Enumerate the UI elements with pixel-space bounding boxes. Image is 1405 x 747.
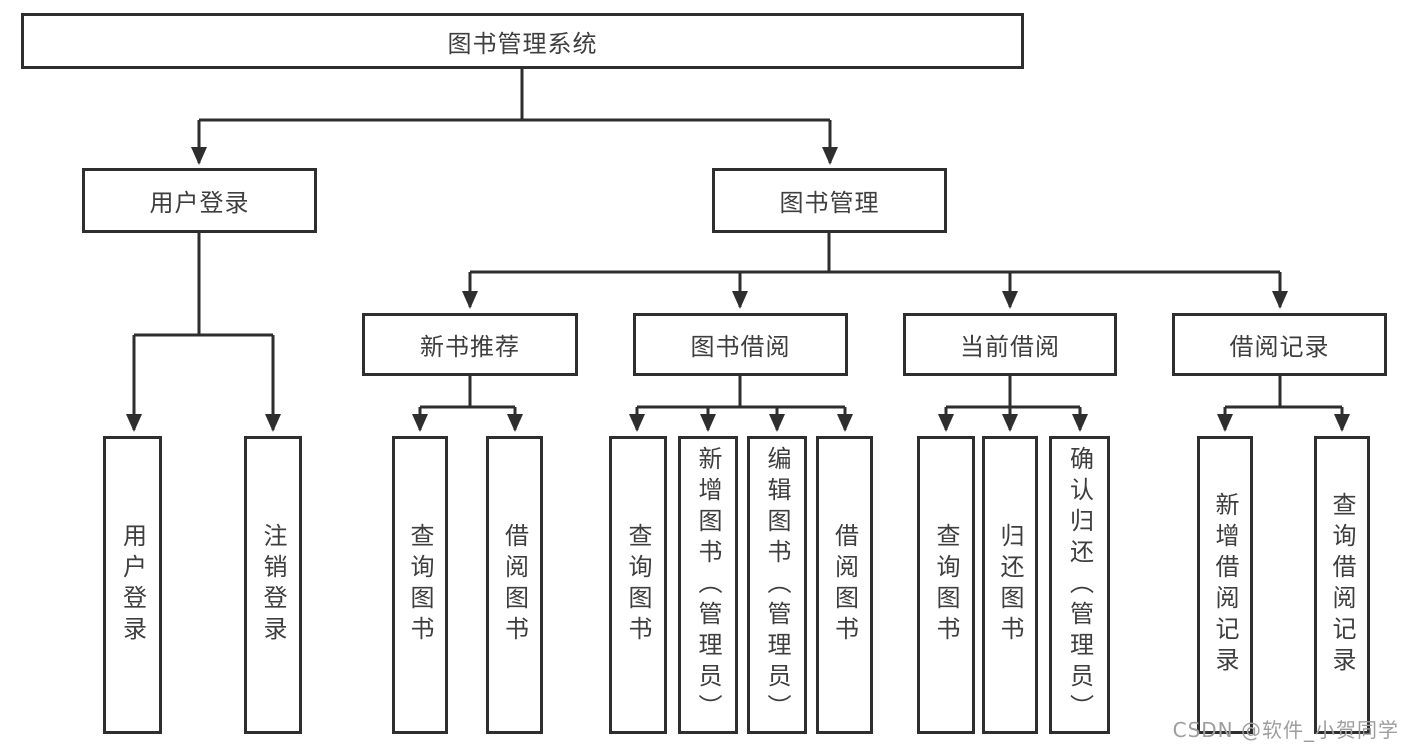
leaf-query-borrow-record: 查询借阅记录 xyxy=(1314,436,1370,734)
node-borrow-records: 借阅记录 xyxy=(1172,313,1387,376)
leaf-add-borrow-record: 新增借阅记录 xyxy=(1197,436,1253,734)
leaf-user-login-label: 用户登录 xyxy=(118,523,147,647)
leaf-query-books-recommend: 查询图书 xyxy=(392,436,448,734)
leaf-query-books-recommend-label: 查询图书 xyxy=(406,523,434,647)
node-library-management-system: 图书管理系统 xyxy=(21,13,1024,69)
leaf-borrow-books: 借阅图书 xyxy=(816,436,873,734)
node-book-borrow: 图书借阅 xyxy=(633,313,848,376)
leaf-borrow-books-label: 借阅图书 xyxy=(830,523,859,647)
leaf-query-books-borrow-label: 查询图书 xyxy=(624,523,652,647)
leaf-query-books-current: 查询图书 xyxy=(917,436,975,734)
connector-arrows xyxy=(126,120,1350,432)
leaf-borrow-books-recommend: 借阅图书 xyxy=(486,436,543,734)
leaf-confirm-return-admin-label: 确认归还（管理员） xyxy=(1065,445,1094,725)
leaf-return-book-label: 归还图书 xyxy=(996,523,1024,647)
leaf-return-book: 归还图书 xyxy=(982,436,1038,734)
leaf-add-book-admin-label: 新增图书（管理员） xyxy=(694,445,722,725)
node-new-book-recommend: 新书推荐 xyxy=(362,313,578,376)
node-current-borrow: 当前借阅 xyxy=(903,313,1117,376)
node-book-management: 图书管理 xyxy=(712,168,947,233)
leaf-add-borrow-record-label: 新增借阅记录 xyxy=(1211,492,1239,678)
csdn-watermark: CSDN @软件_小贺同学 xyxy=(1172,718,1399,742)
node-user-login: 用户登录 xyxy=(82,168,317,233)
leaf-query-books-borrow: 查询图书 xyxy=(609,436,667,734)
leaf-edit-book-admin-label: 编辑图书（管理员） xyxy=(763,445,791,725)
leaf-add-book-admin: 新增图书（管理员） xyxy=(678,436,738,734)
leaf-edit-book-admin: 编辑图书（管理员） xyxy=(747,436,807,734)
leaf-logout-label: 注销登录 xyxy=(259,523,287,647)
leaf-user-login: 用户登录 xyxy=(103,436,162,734)
leaf-confirm-return-admin: 确认归还（管理员） xyxy=(1049,436,1110,734)
leaf-borrow-books-recommend-label: 借阅图书 xyxy=(500,523,529,647)
leaf-logout: 注销登录 xyxy=(244,436,302,734)
leaf-query-books-current-label: 查询图书 xyxy=(932,523,960,647)
leaf-query-borrow-record-label: 查询借阅记录 xyxy=(1328,492,1356,678)
